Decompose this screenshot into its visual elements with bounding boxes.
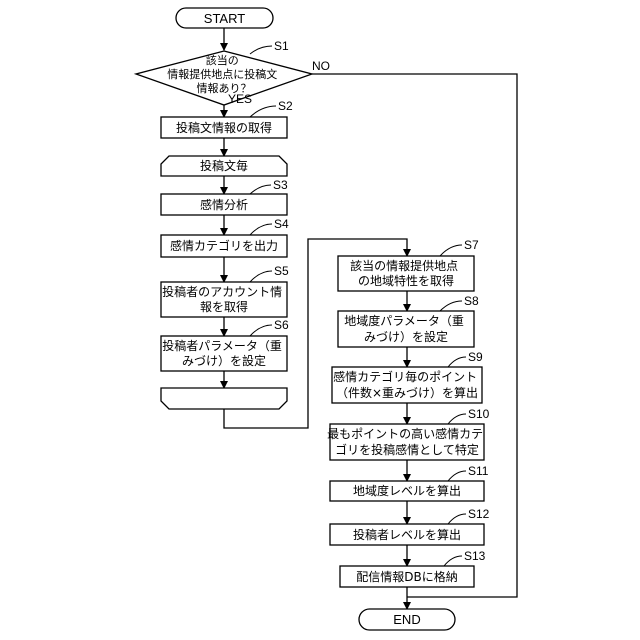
process-s11: 地域度レベルを算出 S11 (330, 464, 489, 501)
step-label-s11: S11 (468, 464, 489, 478)
step-label-s4: S4 (274, 217, 289, 231)
no-label: NO (312, 59, 330, 73)
step-label-s2: S2 (278, 99, 293, 113)
step-label-s6: S6 (274, 318, 289, 332)
end-terminal: END (359, 609, 455, 630)
process-s13: 配信情報DBに格納 S13 (340, 549, 486, 587)
step-label-s1: S1 (274, 39, 289, 53)
process-s5: 投稿者のアカウント情 報を取得 S5 (161, 264, 289, 317)
step-label-s7: S7 (464, 238, 479, 252)
yes-label: YES (228, 92, 252, 106)
end-label: END (393, 612, 420, 627)
start-terminal: START (176, 8, 273, 28)
process-s6: 投稿者パラメータ（重 みづけ）を設定 S6 (161, 318, 289, 371)
process-s12-text: 投稿者レベルを算出 (353, 527, 461, 542)
step-label-s13: S13 (464, 549, 486, 563)
process-s7: 該当の情報提供地点 の地域特性を取得 S7 (338, 238, 479, 291)
loop-start: 投稿文毎 (161, 156, 287, 176)
process-s11-text: 地域度レベルを算出 (353, 483, 461, 498)
process-s8: 地域度パラメータ（重 みづけ）を設定 S8 (338, 294, 479, 347)
process-s12: 投稿者レベルを算出 S12 (330, 507, 490, 545)
decision-s1: 該当の 情報提供地点に投稿文 情報あり？ S1 YES NO (136, 39, 330, 106)
step-label-s3: S3 (273, 178, 288, 192)
process-s10: 最もポイントの高い感情カテ ゴリを投稿感情として特定 S10 (327, 407, 490, 460)
step-label-s8: S8 (464, 294, 479, 308)
loop-start-text: 投稿文毎 (200, 158, 248, 173)
process-s2: 投稿文情報の取得 S2 (161, 99, 293, 138)
step-label-s12: S12 (468, 507, 490, 521)
start-label: START (204, 11, 245, 26)
step-label-s10: S10 (468, 407, 490, 421)
step-label-s5: S5 (274, 264, 289, 278)
process-s4-text: 感情カテゴリを出力 (170, 238, 278, 253)
step-label-s9: S9 (468, 350, 483, 364)
process-s4: 感情カテゴリを出力 S4 (161, 217, 289, 257)
process-s13-text: 配信情報DBに格納 (356, 569, 457, 584)
loop-end (161, 388, 287, 409)
process-s3-text: 感情分析 (200, 197, 248, 212)
process-s2-text: 投稿文情報の取得 (176, 120, 272, 135)
